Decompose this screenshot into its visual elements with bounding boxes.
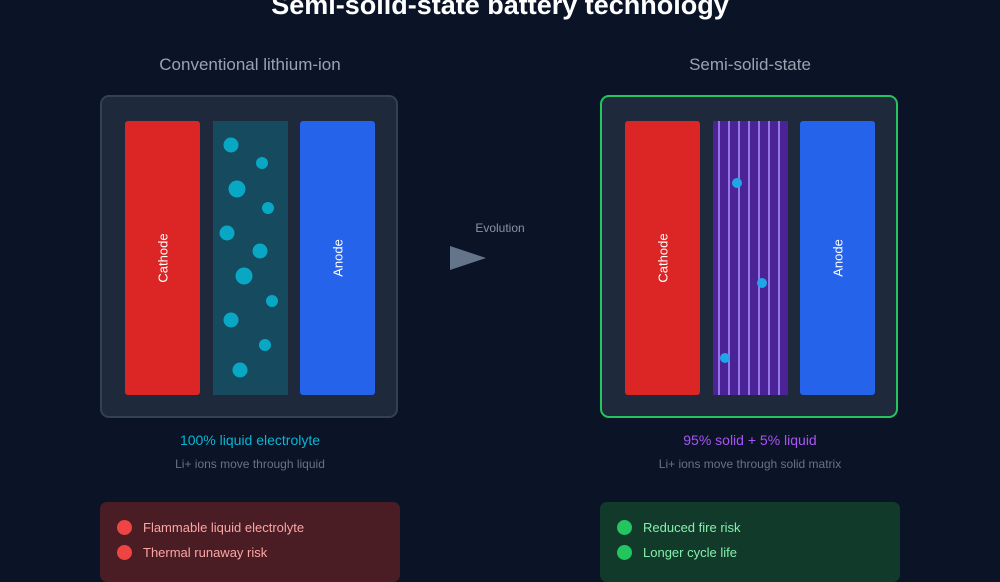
left-panel-heading: Conventional lithium-ion <box>159 55 341 74</box>
li-ion <box>757 278 767 288</box>
li-ion <box>259 339 271 351</box>
check-dot-icon <box>617 544 632 560</box>
solid-matrix <box>713 121 788 395</box>
issue-text: Flammable liquid electrolyte <box>143 519 305 535</box>
evolution-arrow-icon <box>450 246 486 270</box>
benefit-item: Reduced fire risk <box>617 517 741 537</box>
issue-text: Thermal runaway risk <box>143 544 268 560</box>
right-cathode: Cathode <box>625 121 700 395</box>
benefit-text: Reduced fire risk <box>643 519 741 535</box>
li-ion <box>262 202 274 214</box>
right-ion-caption: Li+ ions move through solid matrix <box>658 457 842 471</box>
left-cathode-label: Cathode <box>155 233 170 283</box>
li-ion <box>266 295 278 307</box>
right-anode: Anode <box>800 121 875 395</box>
li-ion <box>256 157 268 169</box>
benefit-item: Longer cycle life <box>617 542 737 562</box>
semi-solid-benefits-box: Reduced fire risk Longer cycle life <box>600 502 900 582</box>
liquid-ions <box>219 137 278 378</box>
left-anode-label: Anode <box>330 239 345 277</box>
li-ion <box>223 137 239 153</box>
li-ion <box>720 353 730 363</box>
right-cathode-label: Cathode <box>655 233 670 283</box>
left-ion-caption: Li+ ions move through liquid <box>175 457 325 471</box>
left-anode: Anode <box>300 121 375 395</box>
li-ion <box>732 178 742 188</box>
right-anode-label: Anode <box>830 239 845 277</box>
issue-item: Thermal runaway risk <box>117 542 267 562</box>
right-electrolyte-caption: 95% solid + 5% liquid <box>683 432 817 448</box>
solid-matrix-electrolyte <box>713 121 788 395</box>
warning-dot-icon <box>117 519 132 535</box>
right-panel-heading: Semi-solid-state <box>689 55 811 74</box>
li-ion <box>219 225 235 241</box>
benefit-text: Longer cycle life <box>643 544 737 560</box>
li-ion <box>232 362 248 378</box>
li-ion <box>223 312 239 328</box>
diagram-title: Semi-solid-state battery technology <box>271 0 729 20</box>
left-electrolyte-caption: 100% liquid electrolyte <box>179 432 321 448</box>
issue-item: Flammable liquid electrolyte <box>117 517 304 537</box>
li-ion <box>235 267 253 285</box>
li-ion <box>252 243 268 259</box>
evolution-label: Evolution <box>475 221 525 235</box>
warning-dot-icon <box>117 544 132 560</box>
left-cathode: Cathode <box>125 121 200 395</box>
conventional-issues-box: Flammable liquid electrolyte Thermal run… <box>100 502 400 582</box>
liquid-electrolyte <box>213 121 288 395</box>
li-ion <box>228 180 246 198</box>
check-dot-icon <box>617 519 632 535</box>
